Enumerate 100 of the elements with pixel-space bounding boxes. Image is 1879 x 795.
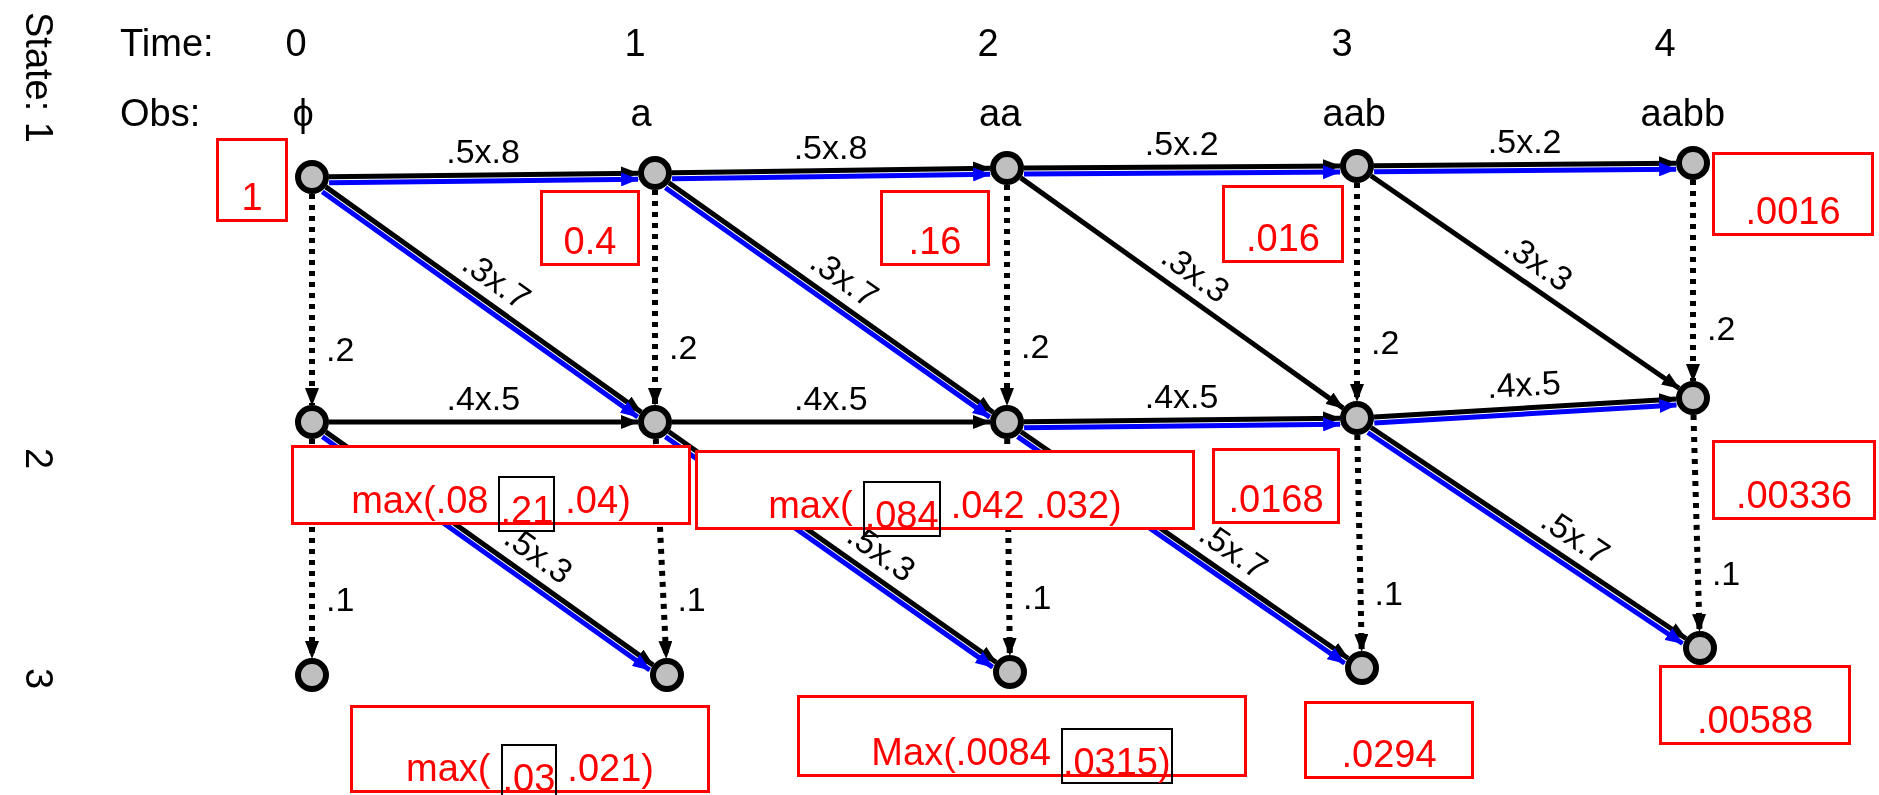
state-node: [990, 151, 1024, 185]
state-node: [990, 405, 1024, 439]
edge-label: .4x.5: [794, 380, 868, 416]
edge-label: .5x.8: [446, 133, 520, 169]
probability-text: max(: [768, 485, 853, 525]
probability-box: [1212, 448, 1340, 524]
edge-label: .5x.2: [1144, 125, 1219, 161]
probability-text: .042 .032): [950, 485, 1122, 525]
edge-label: .3x.3: [1497, 226, 1580, 298]
probability-box: [1659, 665, 1851, 745]
selected-max-box: [498, 476, 556, 532]
probability-box: [350, 705, 710, 793]
probability-text: .04): [565, 480, 631, 520]
observation-sequence: a: [630, 92, 652, 134]
edge-label: .3x.7: [804, 241, 886, 314]
probability-text: 1: [241, 177, 263, 217]
probability-box: [1304, 701, 1474, 779]
edge-label: .2: [1021, 327, 1050, 364]
arrow: [1373, 156, 1677, 171]
state-node: [1345, 651, 1379, 685]
probability-box: [880, 190, 990, 266]
edge-label: .5x.8: [793, 128, 868, 165]
probability-box: [540, 190, 640, 266]
edge-label: .2: [1707, 309, 1736, 346]
dotted-arrow: [1690, 414, 1707, 632]
state-node: [295, 160, 329, 194]
arrow: [671, 161, 991, 176]
highlighted-arrow: [1024, 165, 1341, 180]
probability-text: .0016: [1745, 191, 1841, 231]
arrow: [1019, 175, 1345, 411]
probability-text: 0.4: [563, 221, 617, 261]
edge-label: .1: [326, 581, 355, 618]
observation-sequence: aa: [979, 92, 1022, 134]
probability-text: .0294: [1341, 734, 1437, 774]
selected-max-box: [500, 744, 558, 795]
edge-label: .3x.3: [1155, 237, 1237, 310]
edge-label: .5x.7: [1535, 500, 1617, 572]
highlighted-arrow: [1024, 417, 1342, 432]
arrow: [1373, 393, 1677, 420]
dotted-arrow: [1000, 185, 1014, 406]
arrow: [1369, 173, 1681, 391]
edge-label: .1: [1711, 555, 1741, 591]
dotted-arrow: [1350, 183, 1364, 402]
arrow: [329, 415, 639, 429]
observation-sequence: aabb: [1640, 92, 1726, 134]
probability-text: Max(.0084: [871, 732, 1051, 772]
probability-text: .16: [908, 221, 962, 261]
probability-text: .03: [502, 758, 556, 795]
probability-text: .00336: [1735, 475, 1853, 515]
arrow: [328, 166, 639, 181]
state-index: 2: [18, 448, 60, 470]
dotted-arrow: [1686, 180, 1700, 382]
highlighted-arrow: [1374, 399, 1678, 426]
time-index: 2: [977, 22, 999, 64]
highlighted-arrow: [329, 172, 640, 187]
edge-label: .4x.5: [1144, 378, 1219, 414]
state-node: [1676, 381, 1710, 415]
time-index: 3: [1331, 22, 1353, 64]
probability-box: [216, 138, 288, 222]
state-node: [638, 156, 672, 190]
arrow: [1023, 411, 1341, 426]
state-node: [295, 658, 329, 692]
dotted-arrow: [1354, 434, 1369, 652]
edge-label: .2: [1371, 324, 1400, 361]
probability-text: .016: [1246, 218, 1320, 258]
state-node: [993, 655, 1027, 689]
probability-text: max(.08: [351, 480, 489, 520]
observation-sequence: aab: [1322, 92, 1386, 134]
time-index: 1: [624, 22, 646, 64]
time-index: 4: [1654, 22, 1676, 64]
probability-text: .00588: [1696, 700, 1814, 740]
time-index: 0: [285, 22, 307, 64]
highlighted-arrow: [672, 167, 992, 182]
edge-label: .3x.7: [456, 243, 538, 317]
state-node: [1676, 146, 1710, 180]
edge-label: .1: [1023, 579, 1052, 615]
state-node: [1683, 631, 1717, 665]
edge-label: .1: [677, 581, 706, 618]
selected-max-box: [1060, 728, 1173, 784]
dotted-arrow: [648, 190, 662, 406]
probability-box: [1712, 152, 1874, 236]
highlighted-arrow: [1374, 162, 1678, 177]
state-node: [650, 658, 684, 692]
probability-box: [1712, 440, 1876, 520]
observation-sequence: ϕ: [292, 92, 314, 134]
state-node: [1340, 401, 1374, 435]
state-node: [638, 405, 672, 439]
state-index: 3: [18, 668, 60, 690]
probability-text: max(: [406, 748, 491, 788]
edge-label: .4x.5: [446, 380, 521, 416]
state-node: [1340, 149, 1374, 183]
probability-text: .021): [567, 748, 654, 788]
edge-label: .4x.5: [1485, 363, 1562, 405]
edge-label: .2: [669, 329, 698, 366]
dotted-arrow: [305, 194, 319, 406]
state-node: [295, 405, 329, 439]
edge-label: .5x.2: [1487, 122, 1562, 159]
arrow: [672, 415, 991, 429]
state-axis-label: State: 1: [18, 12, 60, 143]
edge-label: .2: [326, 330, 355, 367]
